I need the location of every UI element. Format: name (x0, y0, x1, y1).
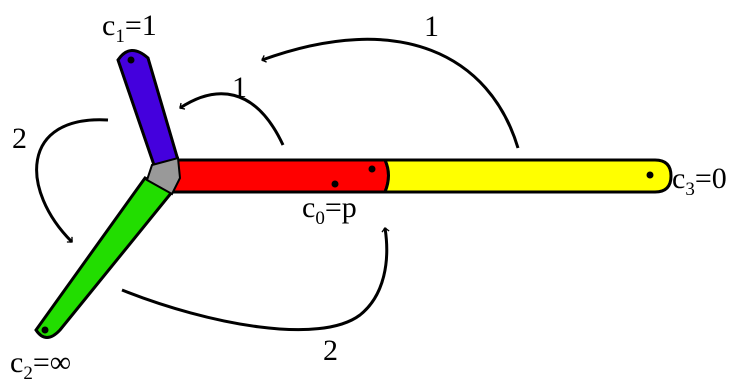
c2-label: c2=∞ (10, 346, 71, 384)
c0-label: c0=p (302, 191, 357, 229)
bottom-arrow (121, 227, 390, 332)
c3-label: c3=0 (672, 162, 727, 200)
yellow-segment (382, 158, 673, 194)
left-arrow (35, 118, 109, 244)
left-arrow-label: 2 (12, 122, 27, 155)
red-segment (166, 158, 390, 194)
c1-label: c1=1 (102, 9, 157, 47)
c3-point (646, 171, 654, 179)
top-long-arrow-label: 1 (424, 10, 439, 43)
junction (145, 156, 182, 196)
top-short-arrow-label: 1 (232, 71, 247, 104)
top-long-arrow (261, 37, 520, 149)
bottom-arrow-label: 2 (323, 334, 338, 367)
top-short-arrow (179, 92, 285, 146)
c1-point (127, 56, 135, 64)
c2-point (41, 326, 49, 334)
green-segment (34, 176, 175, 339)
c0-point (331, 180, 339, 188)
blue-segment (116, 49, 180, 170)
red-dot (368, 165, 376, 173)
